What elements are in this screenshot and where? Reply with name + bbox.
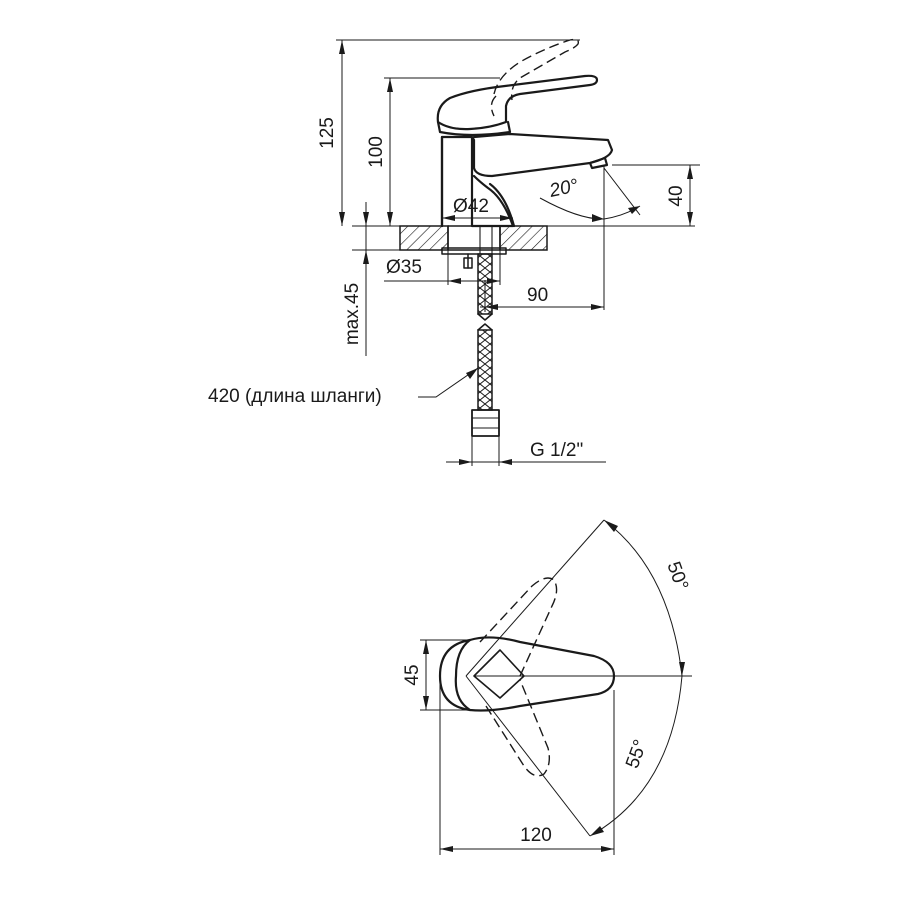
hose-lower (477, 329, 493, 411)
hose-length-callout: 420 (длина шланги) (208, 367, 479, 407)
dimension-body-diameter: Ø42 (442, 196, 513, 221)
side-view: 125 100 40 20° (208, 38, 700, 466)
label-hose-length: 420 (длина шланги) (208, 386, 382, 407)
hose-nut (471, 409, 500, 437)
dimension-spout-reach: 90 (480, 280, 604, 312)
label-height-body: 100 (366, 136, 387, 168)
dimension-overall-length: 120 (439, 676, 615, 855)
dimension-spout-angle: 20° (539, 165, 641, 310)
label-spout-reach: 90 (527, 285, 548, 306)
dimension-spout-height: 40 (612, 164, 700, 226)
label-rotation-upper: 50° (662, 559, 692, 593)
top-lever-left-position (479, 577, 558, 677)
label-rotation-lower: 55° (622, 737, 652, 771)
dimension-handle-width: 45 (402, 639, 470, 711)
label-hole-diameter: Ø35 (386, 257, 422, 278)
countertop-section-left (399, 225, 449, 251)
label-max-thickness: max.45 (342, 283, 363, 345)
hose-break (477, 313, 493, 331)
mounting-assembly (441, 225, 507, 269)
top-lever-center (473, 649, 525, 699)
top-view: 50° 55° 45 120 (402, 519, 692, 855)
dimension-height-body: 100 (366, 77, 500, 226)
dimension-hole-diameter: Ø35 (384, 250, 501, 285)
top-lever-right-position (485, 679, 551, 777)
lever-raised-position (493, 38, 580, 101)
faucet-body-outline (440, 135, 516, 228)
dimension-height-total: 125 (317, 39, 580, 226)
top-lever-handle (454, 636, 616, 712)
aerator (588, 156, 609, 170)
label-spout-angle: 20° (547, 175, 581, 202)
label-overall-length: 120 (520, 825, 552, 846)
label-height-total: 125 (317, 117, 338, 149)
dimension-rotation-lower: 55° (465, 675, 683, 837)
lever-raised-position-lower (490, 95, 497, 117)
label-handle-width: 45 (402, 664, 423, 685)
label-body-diameter: Ø42 (453, 196, 489, 217)
dimension-connection-thread: G 1/2" (446, 436, 606, 466)
faucet-body (440, 132, 614, 228)
countertop-section-right (499, 225, 548, 251)
label-connection-thread: G 1/2" (530, 440, 583, 461)
dimension-max-thickness: max.45 (342, 202, 400, 356)
label-spout-height: 40 (666, 185, 687, 206)
lever-handle (436, 74, 599, 131)
lever-cartridge (436, 120, 512, 137)
